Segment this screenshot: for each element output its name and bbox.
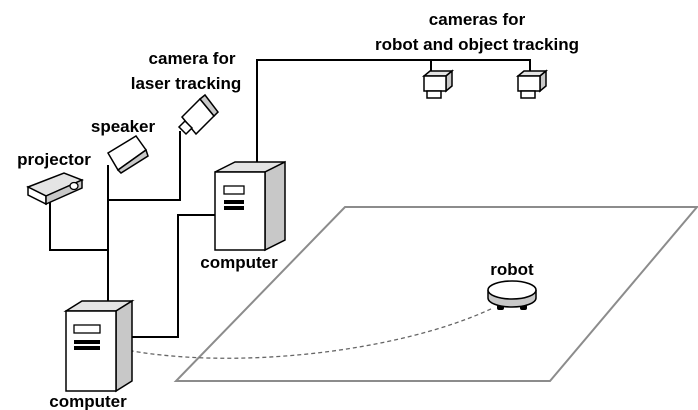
laser-tracking-camera-icon: [177, 93, 219, 136]
floor-area: [173, 206, 698, 382]
wire-computers: [129, 214, 216, 338]
projector-label: projector: [17, 150, 91, 169]
speaker-label: speaker: [91, 117, 156, 136]
wiring: [49, 59, 531, 338]
cameras-label-line1: cameras for: [429, 10, 526, 29]
computer-label-lower: computer: [49, 392, 127, 410]
computer-label-upper: computer: [200, 253, 278, 272]
cameras-label-line2: robot and object tracking: [375, 35, 579, 54]
tracking-camera-icon: [515, 69, 549, 99]
computer-tower-icon: [63, 299, 135, 393]
wire-projector: [49, 202, 109, 251]
projector-icon: [26, 172, 84, 206]
wire-laser-camera: [107, 131, 181, 201]
tracking-path: [115, 307, 494, 359]
laser-camera-label-line1: camera for: [149, 49, 236, 68]
robot-icon: [487, 280, 537, 310]
computer-tower-icon: [214, 160, 286, 252]
laser-camera-label-line2: laser tracking: [131, 74, 242, 93]
tracking-camera-icon: [421, 69, 455, 99]
robot-label: robot: [490, 260, 534, 279]
wire-cameras: [256, 59, 531, 166]
speaker-icon: [106, 134, 149, 174]
